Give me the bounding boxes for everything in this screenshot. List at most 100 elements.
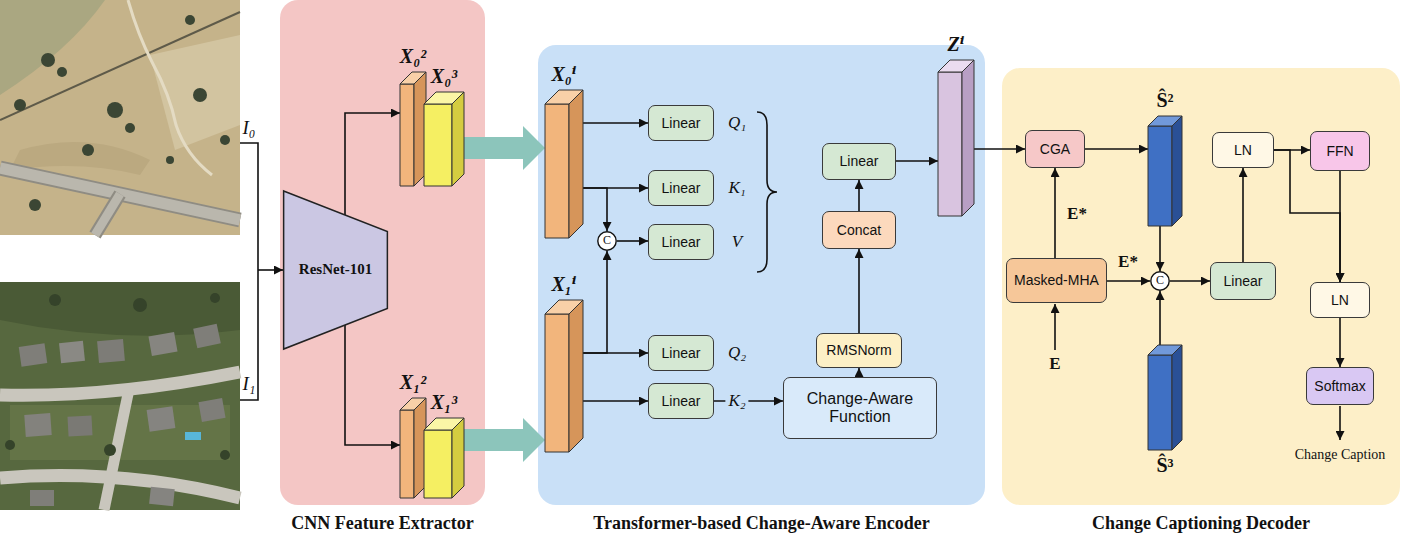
tree: [49, 294, 61, 306]
input-wire: [240, 143, 258, 400]
linear-box: Linear: [648, 335, 714, 371]
tensor-block: [400, 72, 426, 186]
block-side: [569, 300, 583, 452]
tree: [41, 53, 55, 67]
connector-arrow: [1339, 171, 1341, 282]
function-box: Change-Aware Function: [783, 377, 937, 439]
terrain: [10, 142, 150, 175]
tensor-block: [545, 90, 583, 238]
feature-map: Ŝ²: [1148, 116, 1182, 226]
tensor-block: [1148, 345, 1182, 450]
house: [67, 415, 92, 436]
connector-arrow: [858, 180, 860, 211]
softmax-box: Softmax: [1306, 367, 1374, 405]
signal-name: Q₂: [725, 343, 749, 363]
house: [147, 406, 176, 431]
connector-arrow: [583, 122, 648, 124]
tensor-label: Ŝ³: [1156, 454, 1173, 477]
tensor-label: Ŝ²: [1156, 89, 1173, 112]
tree: [104, 444, 116, 456]
linear-box: Linear: [822, 143, 896, 180]
connector-arrow: [1274, 150, 1340, 282]
dirt-track: [128, 0, 212, 175]
connector-arrow: [1054, 168, 1056, 258]
connector-arrow: [1085, 148, 1148, 150]
stage-panel: CNN Feature ExtractorResNet-101X₀²X₀³X₁²…: [280, 0, 485, 505]
tensor-label: X₁ⁱ: [551, 272, 576, 296]
satellite-image-before: [0, 0, 240, 235]
tensor-block: [545, 300, 583, 452]
connector-arrow: [1274, 149, 1310, 151]
signal-name: E: [1046, 354, 1063, 374]
box-label: Linear: [662, 115, 701, 131]
signal-name: K₁: [725, 178, 748, 198]
connector-arrow: [583, 251, 607, 353]
connector-arrow: [583, 187, 648, 189]
connector-arrow: [1159, 291, 1161, 345]
road: [0, 168, 240, 220]
connector-arrow: [583, 352, 648, 354]
connector-arrow: [583, 188, 607, 231]
circle-outline: [1151, 272, 1169, 290]
terrain: [0, 0, 240, 235]
grouping-brace: [757, 112, 777, 272]
concat-box: Concat: [822, 211, 896, 249]
road: [104, 394, 128, 510]
feature-map: X₀³: [424, 92, 464, 186]
box-label: Linear: [662, 393, 701, 409]
road: [95, 194, 120, 235]
linear-box: Linear: [648, 105, 714, 141]
box-label: RMSNorm: [826, 342, 891, 358]
tree: [14, 99, 26, 111]
terrain: [0, 282, 240, 510]
block-side: [452, 418, 464, 498]
house: [148, 332, 177, 356]
tensor-label: X₀³: [431, 65, 457, 88]
block-front: [1148, 126, 1172, 226]
box-label: LN: [1331, 292, 1349, 308]
concat-circle: C: [1150, 271, 1170, 291]
box-label: Linear: [1224, 273, 1263, 289]
house: [193, 324, 221, 349]
box-label: Softmax: [1314, 378, 1365, 394]
stage-panel: Transformer-based Change-Aware EncoderX₀…: [538, 45, 985, 505]
terrain: [150, 35, 240, 150]
tree: [220, 450, 230, 460]
feature-map: X₀ⁱ: [545, 90, 583, 238]
road: [0, 476, 240, 499]
tensor-label: X₀²: [400, 45, 426, 68]
tensor-label: X₁²: [400, 371, 426, 394]
feature-map: X₁³: [424, 418, 464, 498]
attention-box: CGA: [1025, 130, 1085, 168]
connector-arrow: [345, 113, 400, 215]
tensor-block: [424, 92, 464, 186]
signal-name: Q₁: [725, 113, 749, 133]
box-label: FFN: [1326, 143, 1353, 159]
road: [95, 194, 120, 235]
block-side: [962, 60, 974, 216]
linear-box: Linear: [648, 383, 714, 419]
block-arrow: [464, 126, 545, 170]
connector-arrow: [345, 325, 400, 445]
norm-box: LN: [1310, 282, 1370, 318]
ffn-box: FFN: [1310, 131, 1370, 171]
backbone-trapezoid: ResNet-101: [283, 190, 388, 350]
block-side: [569, 90, 583, 238]
house: [30, 490, 54, 506]
feature-map: X₀²: [400, 72, 426, 186]
connector-arrow: [974, 148, 1025, 150]
connector-arrow: [1242, 168, 1244, 262]
house: [149, 487, 175, 506]
input-label: I₀: [240, 117, 259, 139]
box-label: LN: [1234, 142, 1252, 158]
box-label: C: [1156, 274, 1164, 288]
norm-box: RMSNorm: [816, 333, 902, 368]
box-label: CGA: [1040, 141, 1070, 157]
tensor-block: [1148, 116, 1182, 226]
connector-arrow: [1339, 318, 1341, 367]
linear-box: Linear: [1210, 262, 1276, 300]
box-label: Linear: [662, 345, 701, 361]
box-label: C: [603, 234, 611, 248]
tensor-label: X₀ⁱ: [551, 62, 576, 86]
